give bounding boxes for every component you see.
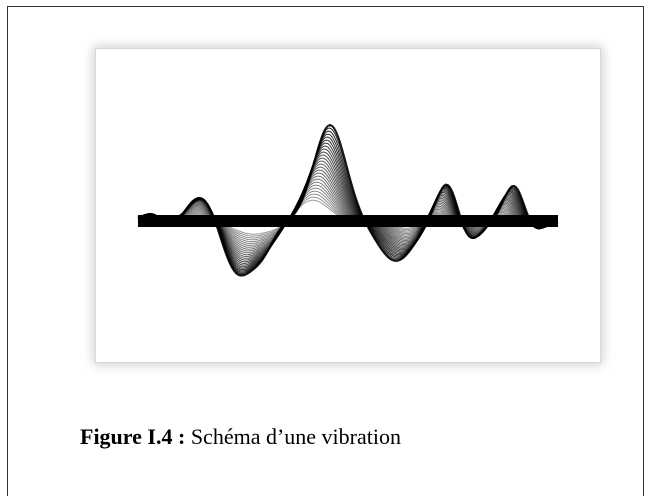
figure-label: Figure I.4 :: [80, 424, 186, 449]
waveform-layer: [137, 193, 559, 239]
waveform-layer: [137, 184, 559, 245]
figure-caption: Figure I.4 : Schéma d’une vibration: [80, 424, 401, 450]
figure-panel: [95, 48, 601, 363]
figure-caption-text: Schéma d’une vibration: [185, 424, 401, 449]
waveform-layer: [137, 187, 559, 243]
waveform-layer: [138, 196, 559, 237]
page-frame: [7, 6, 644, 496]
vibration-waveform-image: [137, 123, 559, 277]
waveform-layer: [138, 199, 559, 235]
waveform-layer: [137, 190, 559, 241]
waveform-layers: [137, 123, 559, 277]
